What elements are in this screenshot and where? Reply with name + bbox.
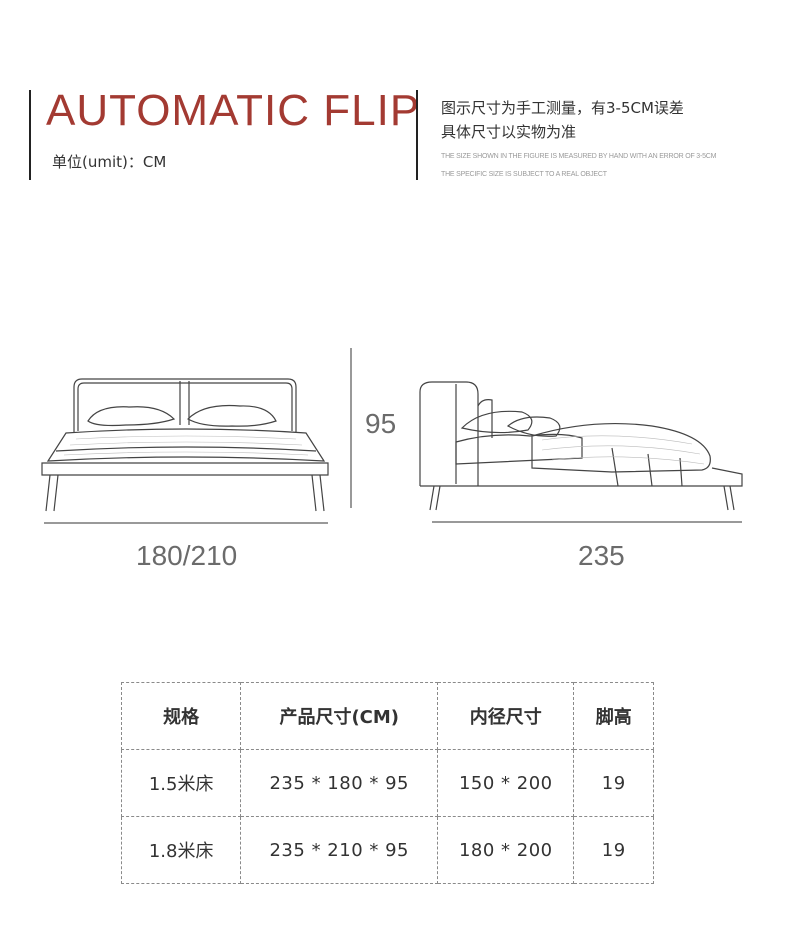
title-left-bar — [29, 90, 31, 180]
cell-inner-size: 150 * 200 — [437, 749, 575, 817]
header-spec: 规格 — [120, 682, 242, 750]
cell-spec: 1.5米床 — [120, 749, 242, 817]
cell-product-size: 235 * 210 * 95 — [240, 816, 439, 884]
table-row: 1.8米床 235 * 210 * 95 180 * 200 19 — [120, 816, 654, 884]
height-line — [350, 348, 352, 508]
bed-front-view — [41, 378, 329, 512]
table-row: 1.5米床 235 * 180 * 95 150 * 200 19 — [120, 749, 654, 817]
cell-leg-height: 19 — [573, 749, 654, 817]
bed-side-view — [419, 381, 743, 511]
cell-leg-height: 19 — [573, 816, 654, 884]
front-width-line — [44, 522, 328, 524]
header-leg-height: 脚高 — [573, 682, 654, 750]
header-product-size: 产品尺寸(CM) — [240, 682, 439, 750]
note-en-line-1: THE SIZE SHOWN IN THE FIGURE IS MEASURED… — [441, 153, 717, 160]
cell-product-size: 235 * 180 * 95 — [240, 749, 439, 817]
height-label: 95 — [365, 408, 397, 439]
side-length-line — [432, 521, 742, 523]
unit-label: 单位(umit)：CM — [52, 153, 167, 171]
note-en-line-2: THE SPECIFIC SIZE IS SUBJECT TO A REAL O… — [441, 171, 607, 178]
note-cn-line-2: 具体尺寸以实物为准 — [441, 123, 577, 141]
table-header-row: 规格 产品尺寸(CM) 内径尺寸 脚高 — [120, 682, 654, 750]
title-right-bar — [416, 90, 418, 180]
cell-inner-size: 180 * 200 — [437, 816, 575, 884]
side-length-label: 235 — [578, 540, 625, 571]
note-cn-line-1: 图示尺寸为手工测量，有3-5CM误差 — [441, 99, 684, 117]
page-title: AUTOMATIC FLIP — [46, 86, 421, 135]
cell-spec: 1.8米床 — [120, 816, 242, 884]
spec-table: 规格 产品尺寸(CM) 内径尺寸 脚高 1.5米床 235 * 180 * 95… — [120, 682, 654, 884]
front-width-label: 180/210 — [136, 540, 238, 571]
header-inner-size: 内径尺寸 — [437, 682, 575, 750]
